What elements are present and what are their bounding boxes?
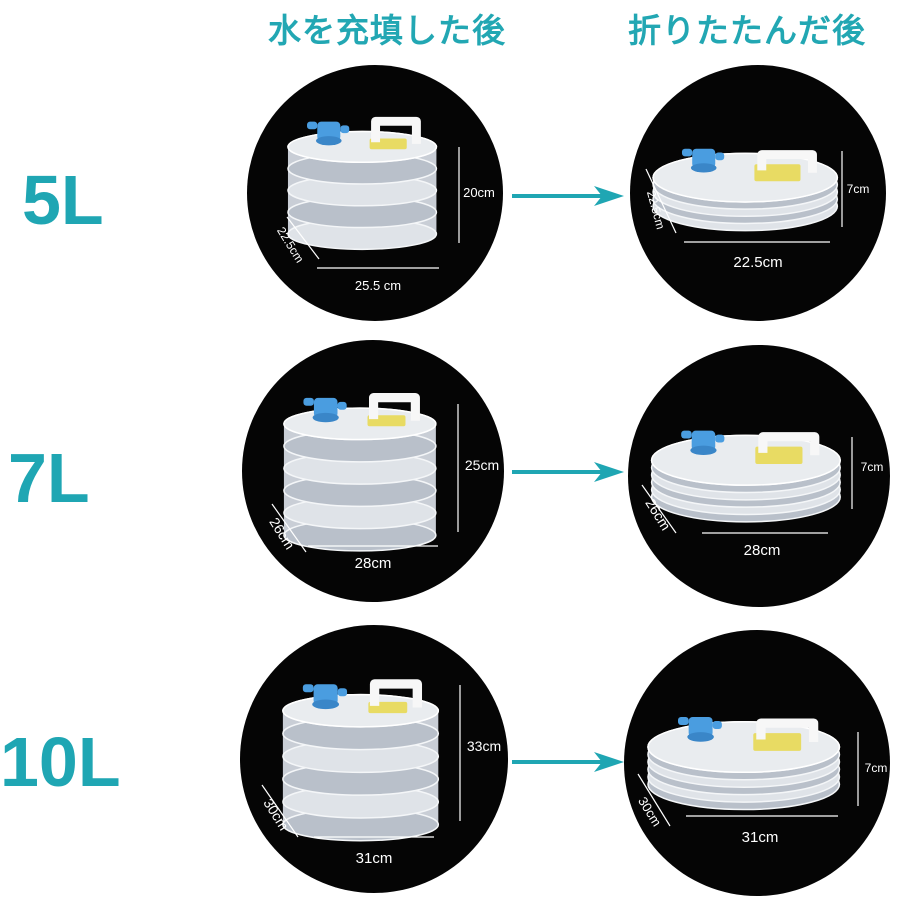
filled-container-image-5l: 20cm 22.5cm 25.5 cm [247,65,503,321]
filled-height-10l: 33cm [467,738,501,754]
arrow-icon [512,752,624,772]
filled-container-image-7l: 25cm 26cm 28cm [242,340,504,602]
filled-width-5l: 25.5 cm [355,278,401,293]
arrow-icon [512,186,624,206]
filled-container-illustration: 33cm 30cm 31cm [260,679,501,867]
folded-container-illustration: 7cm 22.5cm 22.5cm [644,148,870,271]
header-filled: 水を充填した後 [268,11,506,50]
folded-width-7l: 28cm [744,542,781,559]
capacity-label-5l: 5L [22,161,104,239]
folded-container-image-10l: 7cm 30cm 31cm [624,630,890,896]
filled-container-image-10l: 33cm 30cm 31cm [240,625,508,893]
folded-width-5l: 22.5cm [733,254,782,271]
folded-height-5l: 7cm [847,182,870,196]
filled-width-10l: 31cm [356,850,393,867]
folded-height-7l: 7cm [861,460,884,474]
filled-height-7l: 25cm [465,457,499,473]
filled-height-5l: 20cm [463,185,495,200]
folded-depth-10l: 30cm [635,794,665,829]
folded-width-10l: 31cm [742,829,779,846]
filled-container-illustration: 25cm 26cm 28cm [266,393,499,572]
folded-container-image-7l: 7cm 26cm 28cm [628,345,890,607]
capacity-label-10l: 10L [0,723,121,801]
folded-height-10l: 7cm [865,761,888,775]
folded-container-illustration: 7cm 30cm 31cm [635,716,888,846]
filled-width-7l: 28cm [355,555,392,572]
folded-container-image-5l: 7cm 22.5cm 22.5cm [630,65,886,321]
capacity-label-7l: 7L [8,439,90,517]
header-folded: 折りたたんだ後 [628,11,866,50]
filled-container-illustration: 20cm 22.5cm 25.5 cm [274,116,495,293]
folded-container-illustration: 7cm 26cm 28cm [641,430,884,559]
arrow-icon [512,462,624,482]
